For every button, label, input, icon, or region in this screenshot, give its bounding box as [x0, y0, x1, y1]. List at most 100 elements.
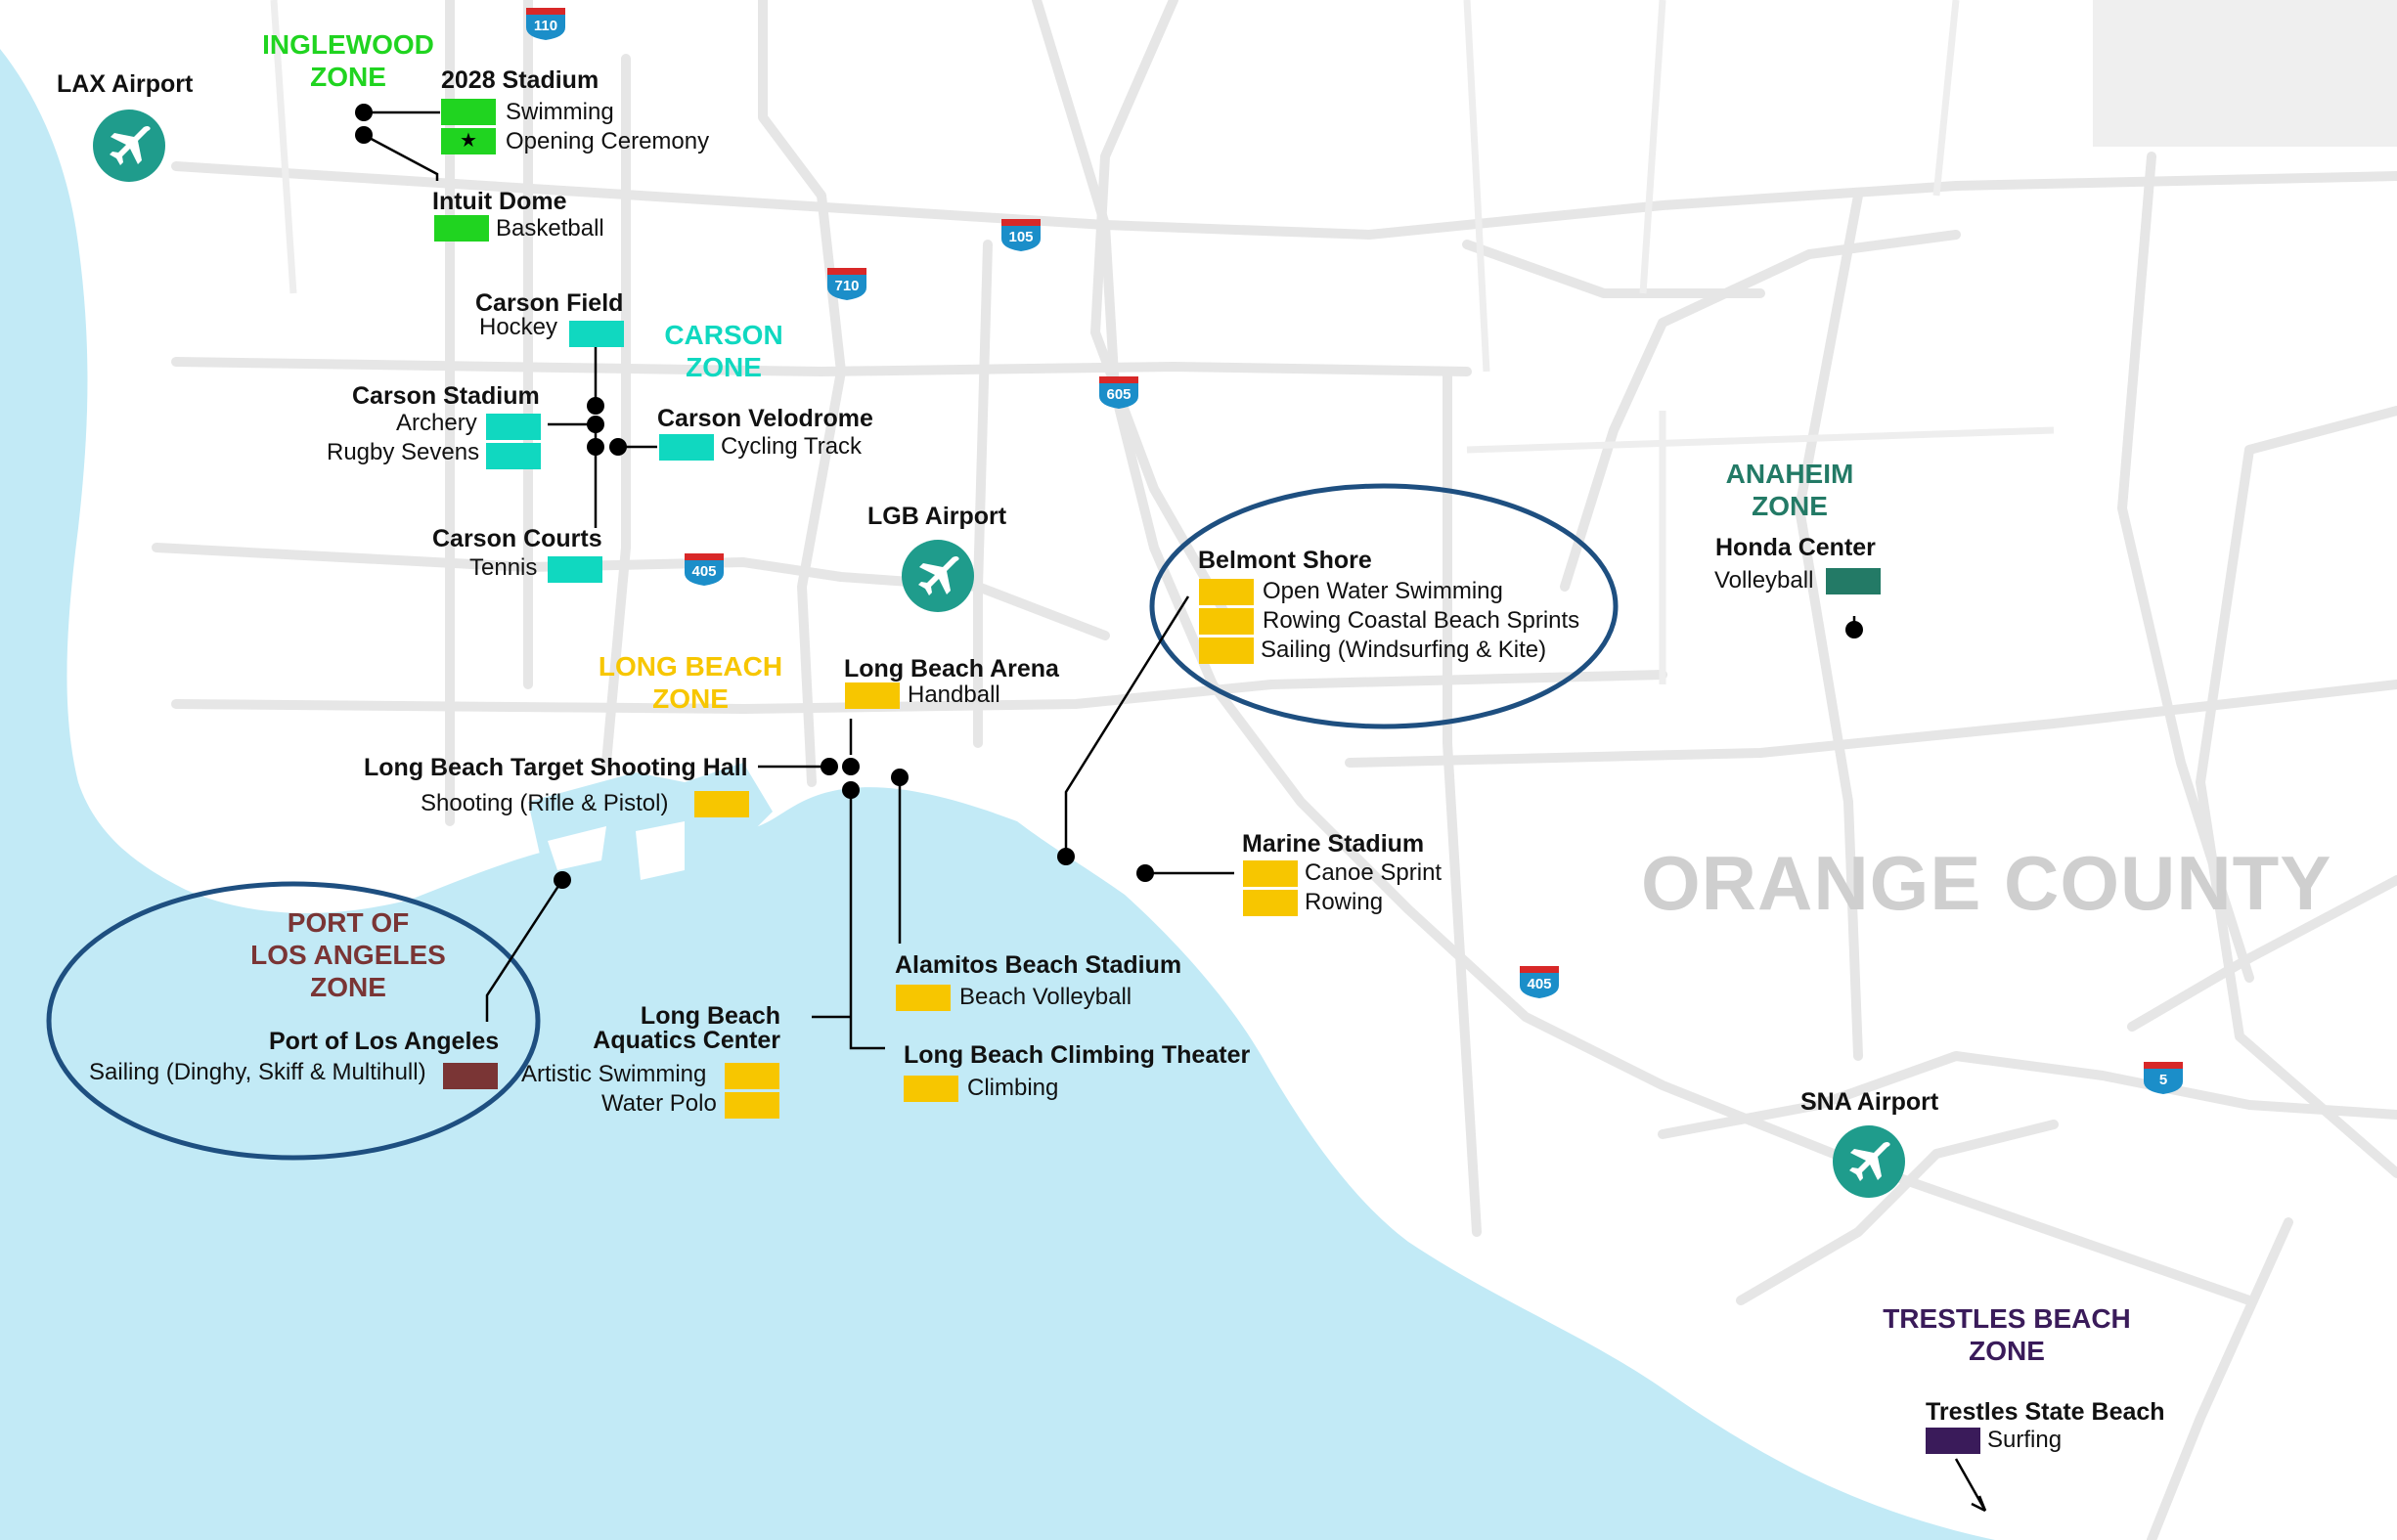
event-label: Canoe Sprint: [1305, 859, 1443, 886]
event-label: Sailing (Dinghy, Skiff & Multihull): [89, 1059, 426, 1085]
pin-alamitos[interactable]: [891, 769, 909, 786]
connector-lines: [363, 110, 1987, 1513]
pin-lb-shooting[interactable]: [821, 758, 838, 775]
pin-port-la[interactable]: [554, 871, 571, 889]
highway-shield-710: 710: [825, 266, 868, 301]
event-swatch: [434, 215, 489, 242]
pin-honda-center[interactable]: [1845, 621, 1863, 638]
pin-carson-velodrome[interactable]: [609, 438, 627, 456]
highway-number: 605: [1106, 386, 1132, 403]
orange-county-label: ORANGE COUNTY: [1641, 840, 2332, 926]
highway-shield-105: 105: [999, 217, 1043, 252]
highway-shield-605: 605: [1097, 374, 1140, 410]
pin-marine-stadium[interactable]: [1136, 864, 1154, 882]
belmont-shore-ring: [1149, 483, 1619, 729]
pin-intuit-dome[interactable]: [355, 126, 373, 144]
event-label: Hockey: [479, 314, 558, 340]
event-swatch: [725, 1063, 779, 1089]
land-block: [2093, 0, 2397, 147]
pin-carson-courts[interactable]: [587, 438, 604, 456]
pin-belmont-shore[interactable]: [1057, 848, 1075, 865]
event-swatch: [441, 99, 496, 125]
venue-name[interactable]: Port of Los Angeles: [269, 1028, 500, 1055]
event-label: Sailing (Windsurfing & Kite): [1261, 637, 1547, 663]
venue-name[interactable]: Marine Stadium: [1242, 830, 1425, 858]
harbor-land: [548, 821, 685, 880]
event-label: Water Polo: [601, 1090, 717, 1117]
event-swatch: [694, 791, 749, 817]
event-swatch: [1926, 1428, 1980, 1454]
venue-name[interactable]: Belmont Shore: [1198, 547, 1372, 574]
pin-carson-field[interactable]: [587, 397, 604, 415]
venue-name[interactable]: Carson Velodrome: [657, 405, 873, 432]
event-label: Climbing: [967, 1075, 1059, 1101]
event-label: Tennis: [469, 554, 538, 581]
highway-number: 5: [2158, 1072, 2168, 1088]
venue-name[interactable]: Intuit Dome: [432, 188, 567, 215]
event-label: Cycling Track: [721, 433, 863, 460]
venue-name-line: Long Beach: [640, 1002, 780, 1030]
highway-number: 110: [533, 18, 558, 34]
venue-name[interactable]: Carson Field: [475, 289, 624, 317]
event-swatch: [845, 682, 900, 709]
highway-number: 710: [834, 278, 860, 294]
venue-name[interactable]: Long Beach Climbing Theater: [904, 1041, 1251, 1069]
highway-shield-110: 110: [524, 6, 567, 41]
venue-name[interactable]: Long Beach Arena: [844, 655, 1059, 682]
event-swatch: [659, 434, 714, 461]
lax-airport-label: LAX Airport: [57, 70, 194, 98]
pin-carson-stadium[interactable]: [587, 416, 604, 433]
event-label: Shooting (Rifle & Pistol): [421, 790, 669, 816]
roads: [152, 0, 2397, 1540]
pin-lb-arena[interactable]: [842, 758, 860, 775]
event-label: Open Water Swimming: [1263, 578, 1503, 604]
event-swatch: [1826, 568, 1881, 594]
venue-name[interactable]: Long Beach Aquatics Center: [587, 1004, 780, 1053]
event-swatch: [486, 443, 541, 469]
event-swatch: [569, 321, 624, 347]
venue-name[interactable]: Honda Center: [1715, 534, 1876, 561]
event-label: Archery: [396, 410, 477, 436]
sna-airport-label: SNA Airport: [1800, 1088, 1939, 1116]
event-swatch: [1243, 860, 1298, 887]
venue-name[interactable]: Carson Courts: [432, 525, 602, 552]
event-swatch: [1199, 608, 1254, 635]
event-swatch: [904, 1076, 958, 1102]
venue-name[interactable]: Trestles State Beach: [1926, 1398, 2165, 1426]
event-label: Artistic Swimming: [521, 1061, 707, 1087]
venue-name[interactable]: 2028 Stadium: [441, 66, 599, 94]
airplane-icon[interactable]: [902, 540, 974, 612]
venue-name[interactable]: Carson Stadium: [352, 382, 540, 410]
highway-shield-5: 5: [2142, 1060, 2185, 1095]
highway-number: 405: [1527, 976, 1552, 992]
event-swatch: [443, 1063, 498, 1089]
event-swatch: [725, 1092, 779, 1119]
event-swatch: [548, 556, 602, 583]
highway-shield-405-b: 405: [1518, 964, 1561, 999]
event-swatch: [1243, 890, 1298, 916]
event-label: Beach Volleyball: [959, 984, 1132, 1010]
airplane-icon[interactable]: [1833, 1125, 1905, 1198]
event-label: Rowing Coastal Beach Sprints: [1263, 607, 1580, 634]
event-label: Rowing: [1305, 889, 1384, 915]
pin-lb-aquatics[interactable]: [842, 781, 860, 799]
minor-roads: [270, 0, 2055, 684]
event-label: Surfing: [1987, 1427, 2063, 1453]
port-la-ring: [46, 881, 541, 1161]
event-label: Handball: [908, 682, 1000, 708]
event-swatch: [486, 414, 541, 440]
lgb-airport-label: LGB Airport: [867, 503, 1007, 530]
pin-2028-stadium[interactable]: [355, 104, 373, 121]
venue-name[interactable]: Long Beach Target Shooting Hall: [364, 754, 748, 781]
airplane-icon[interactable]: [93, 110, 165, 182]
event-swatch: [896, 985, 951, 1011]
venue-name[interactable]: Alamitos Beach Stadium: [895, 951, 1182, 979]
